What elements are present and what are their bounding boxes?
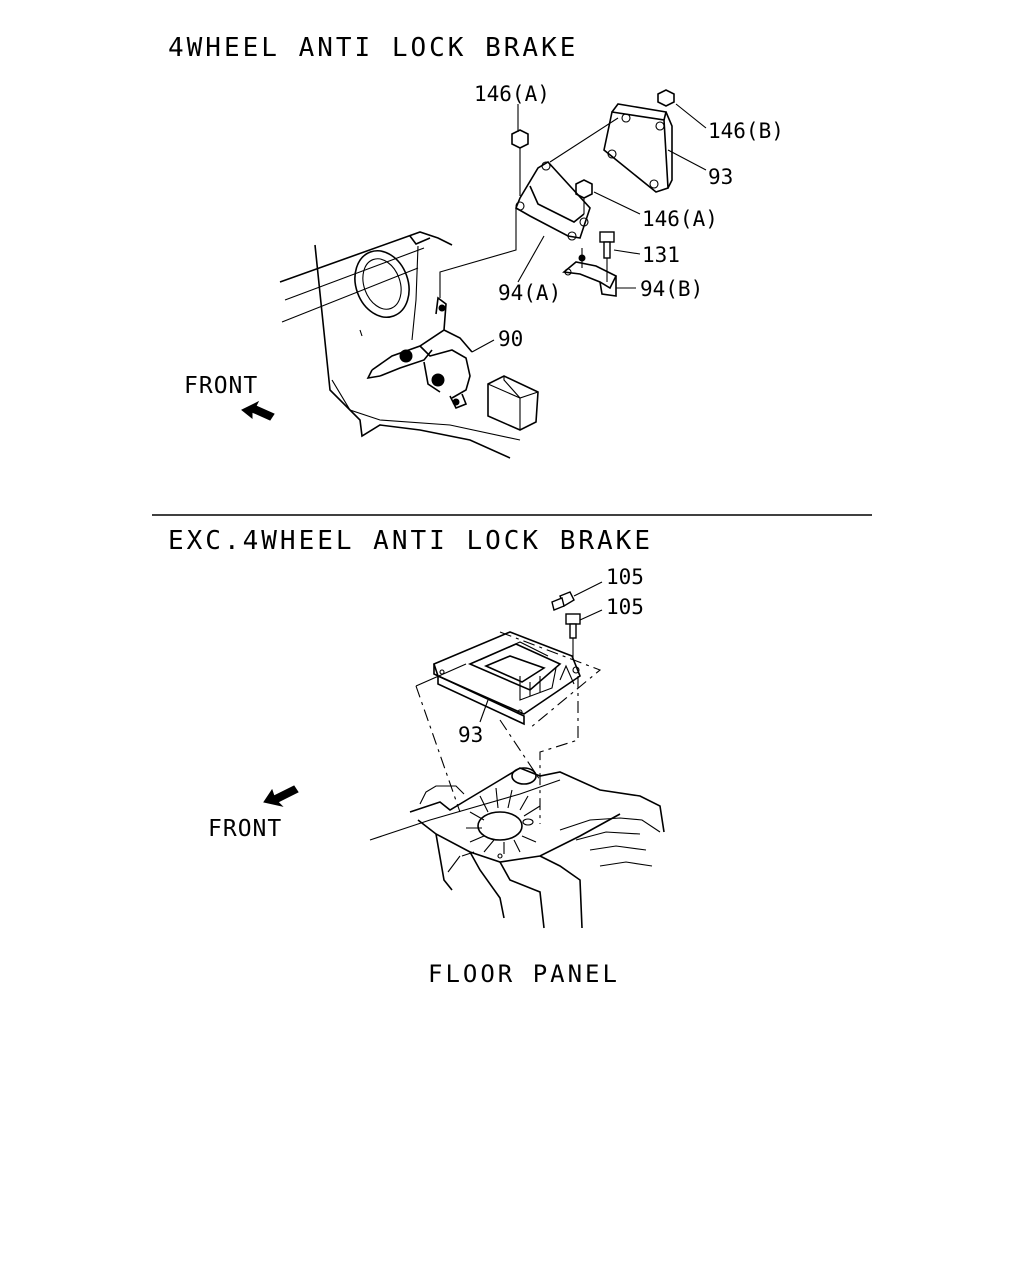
callout-146b: 146(B) xyxy=(708,119,784,143)
callout-93-top: 93 xyxy=(708,165,733,189)
floor-panel-drawing xyxy=(369,663,665,929)
leader-93-bottom xyxy=(479,699,489,723)
nut-icon xyxy=(657,89,675,107)
nut-icon xyxy=(511,129,529,196)
front-arrow-icon xyxy=(241,400,275,421)
nut-icon xyxy=(575,179,593,214)
callout-105-lower: 105 xyxy=(606,595,644,619)
front-arrow-icon xyxy=(263,785,299,807)
callout-94a: 94(A) xyxy=(498,281,561,305)
callout-93-bottom: 93 xyxy=(458,723,483,747)
top-section-title: 4WHEEL ANTI LOCK BRAKE xyxy=(168,33,578,63)
bolt-icon xyxy=(565,609,603,660)
bolt-icon xyxy=(599,231,615,282)
top-leader-lines xyxy=(471,103,707,353)
bolt-icon xyxy=(551,581,603,611)
floor-panel-label: FLOOR PANEL xyxy=(428,960,620,988)
body-panel-drawing xyxy=(279,231,539,459)
callout-90: 90 xyxy=(498,327,523,351)
top-section: 4WHEEL ANTI LOCK BRAKE xyxy=(168,33,784,459)
bottom-section-title: EXC.4WHEEL ANTI LOCK BRAKE xyxy=(168,526,653,556)
bottom-section: EXC.4WHEEL ANTI LOCK BRAKE 105 105 xyxy=(168,526,665,988)
module-93-bottom-drawing xyxy=(433,631,602,729)
front-label-top: FRONT xyxy=(184,373,258,399)
module-93-drawing xyxy=(439,103,673,298)
callout-146a-top: 146(A) xyxy=(474,82,550,106)
callout-105-upper: 105 xyxy=(606,565,644,589)
callout-146a-mid: 146(A) xyxy=(642,207,718,231)
callout-94b: 94(B) xyxy=(640,277,703,301)
callout-131: 131 xyxy=(642,243,680,267)
front-label-bottom: FRONT xyxy=(208,816,282,842)
